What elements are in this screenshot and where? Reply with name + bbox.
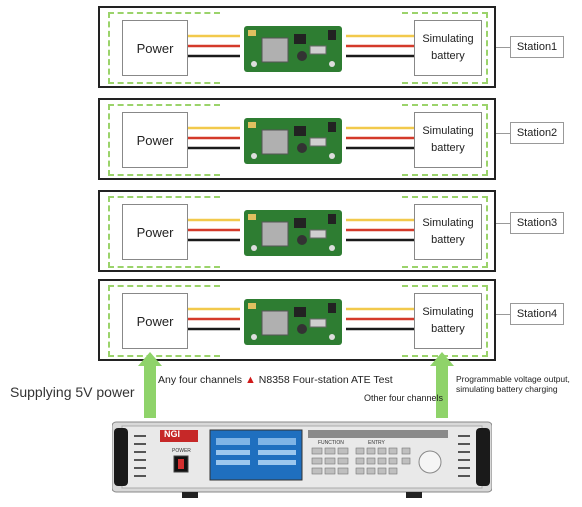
instrument-function-label: FUNCTION (318, 440, 344, 446)
station-label: Station3 (510, 212, 564, 234)
wires (188, 307, 414, 331)
wires (188, 218, 414, 242)
power-box: Power (122, 293, 188, 349)
circuit-board-image (244, 299, 342, 345)
instrument-power-label: POWER (172, 448, 191, 454)
power-box: Power (122, 112, 188, 168)
simulating-battery-box: Simulating battery (414, 20, 482, 76)
any-channels-text: Any four channels (158, 374, 243, 386)
dashed-group-right (402, 196, 488, 268)
station-label: Station1 (510, 36, 564, 58)
station-label: Station2 (510, 122, 564, 144)
wires (188, 126, 414, 150)
simulating-battery-box: Simulating battery (414, 204, 482, 260)
simulating-battery-box: Simulating battery (414, 112, 482, 168)
other-channels-label: Other four channels (364, 393, 444, 403)
station-2-box: Power Simulating battery (98, 98, 496, 180)
station-label: Station4 (510, 303, 564, 325)
dashed-group-left (108, 104, 220, 176)
dashed-group-left (108, 285, 220, 357)
product-text: N8358 Four-station ATE Test (258, 374, 393, 386)
power-box: Power (122, 204, 188, 260)
right-arrow-head (430, 352, 454, 366)
power-box: Power (122, 20, 188, 76)
dashed-group-left (108, 196, 220, 268)
label-connector (496, 133, 510, 134)
instrument-drawing (111, 421, 493, 498)
station-3-box: Power Simulating battery (98, 190, 496, 272)
left-arrow-shaft (144, 366, 156, 418)
instrument-logo: NGI (164, 429, 181, 439)
circuit-board-image (244, 118, 342, 164)
left-arrow-head (138, 352, 162, 366)
simulating-battery-box: Simulating battery (414, 293, 482, 349)
any-channels-label: Any four channels ▲ N8358 Four-station A… (158, 374, 393, 386)
circuit-board-image (244, 26, 342, 72)
wires (188, 34, 414, 58)
right-arrow-shaft (436, 366, 448, 418)
dashed-group-right (402, 104, 488, 176)
label-connector (496, 47, 510, 48)
station-4-box: Power Simulating battery (98, 279, 496, 361)
instrument-entry-label: ENTRY (368, 440, 385, 446)
n8358-instrument: NGI POWER FUNCTION ENTRY (111, 418, 493, 498)
dashed-group-left (108, 12, 220, 84)
station-1-box: Power Simulating battery (98, 6, 496, 88)
supply-label: Supplying 5V power (10, 384, 135, 400)
warning-icon: ▲ (244, 374, 256, 386)
label-connector (496, 314, 510, 315)
programmable-label: Programmable voltage output, simulating … (456, 374, 570, 394)
circuit-board-image (244, 210, 342, 256)
label-connector (496, 223, 510, 224)
dashed-group-right (402, 12, 488, 84)
